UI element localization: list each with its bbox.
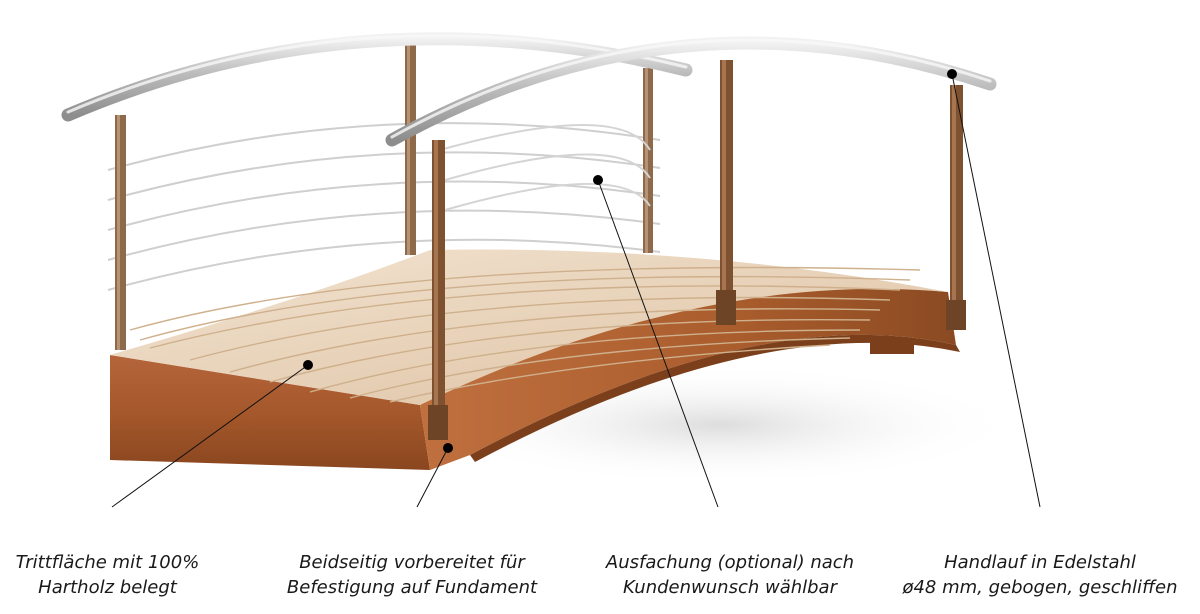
callout-leaders [111, 73, 1041, 508]
front-posts [428, 60, 966, 440]
callout-deck-line-1: Trittfläche mit 100% [15, 552, 200, 573]
callout-dot-foundation [443, 443, 453, 453]
infill-cables-back [107, 122, 661, 291]
back-handrail [61, 32, 693, 122]
callout-foundation-line-2: Befestigung auf Fundament [286, 577, 538, 598]
bridge-side-front [110, 355, 430, 470]
callout-handrail-line-1: Handlauf in Edelstahl [944, 552, 1136, 573]
callout-infill-line-1: Ausfachung (optional) nach [605, 552, 855, 573]
deck-surface [110, 249, 948, 405]
leader-line-handrail [951, 73, 1041, 508]
callout-dot-handrail [947, 69, 957, 79]
callout-dot-infill [593, 175, 603, 185]
callout-infill-line-2: Kundenwunsch wählbar [622, 577, 837, 598]
leader-line-infill [597, 179, 719, 508]
callout-dots [303, 69, 957, 453]
leader-line-foundation [416, 447, 449, 508]
infill-cables-front [439, 124, 651, 211]
callout-handrail-line-2: ø48 mm, gebogen, geschliffen [902, 577, 1178, 598]
callout-foundation-caption: Beidseitig vorbereitet für Befestigung a… [262, 550, 562, 600]
leader-line-deck [111, 364, 309, 508]
callout-foundation-line-1: Beidseitig vorbereitet für [299, 552, 525, 573]
callout-dot-deck [303, 360, 313, 370]
callout-deck-line-2: Hartholz belegt [38, 577, 177, 598]
callout-deck-caption: Trittfläche mit 100% Hartholz belegt [0, 550, 215, 600]
back-posts [115, 45, 653, 350]
callout-infill-caption: Ausfachung (optional) nach Kundenwunsch … [585, 550, 875, 600]
deck-planks [129, 266, 921, 403]
front-handrail [385, 36, 997, 147]
callout-handrail-caption: Handlauf in Edelstahl ø48 mm, gebogen, g… [880, 550, 1200, 600]
